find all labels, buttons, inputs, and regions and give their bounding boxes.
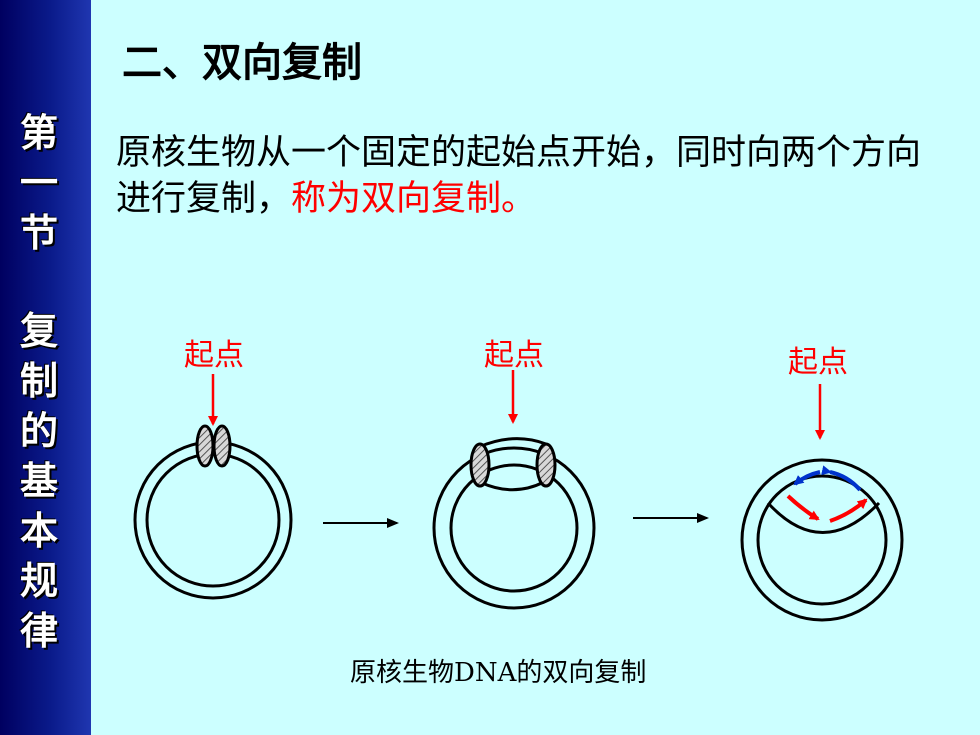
sidebar-char: 制 bbox=[19, 358, 58, 403]
origin-label-1: 起点 bbox=[184, 338, 244, 373]
sidebar-char: 律 bbox=[19, 608, 58, 653]
sidebar-char: 第 bbox=[19, 110, 58, 155]
stage-1-plasmid bbox=[133, 374, 293, 600]
page-title: 二、双向复制 bbox=[122, 40, 362, 86]
sidebar-char: 一 bbox=[19, 160, 58, 205]
sidebar-char: 复 bbox=[19, 308, 58, 353]
stage-3-plasmid bbox=[740, 384, 904, 622]
diagram-caption: 原核生物DNA的双向复制 bbox=[350, 658, 647, 688]
sidebar-char: 本 bbox=[19, 508, 58, 553]
origin-label-3: 起点 bbox=[788, 345, 848, 380]
sidebar-char: 规 bbox=[19, 558, 58, 603]
paragraph-text: 原核生物从一个固定的起始点开始，同时向两个方向进行复制， bbox=[116, 133, 922, 219]
sidebar: 第 一 节 复 制 的 基 本 规 律 bbox=[0, 0, 91, 735]
origin-label-2: 起点 bbox=[484, 338, 544, 373]
stage-2-plasmid bbox=[432, 370, 596, 610]
paragraph-highlight: 称为双向复制。 bbox=[291, 179, 537, 219]
sidebar-char: 基 bbox=[19, 458, 58, 503]
sidebar-char: 节 bbox=[19, 210, 58, 255]
body-paragraph: 原核生物从一个固定的起始点开始，同时向两个方向进行复制，称为双向复制。 bbox=[116, 130, 936, 222]
sidebar-char: 的 bbox=[19, 408, 58, 453]
